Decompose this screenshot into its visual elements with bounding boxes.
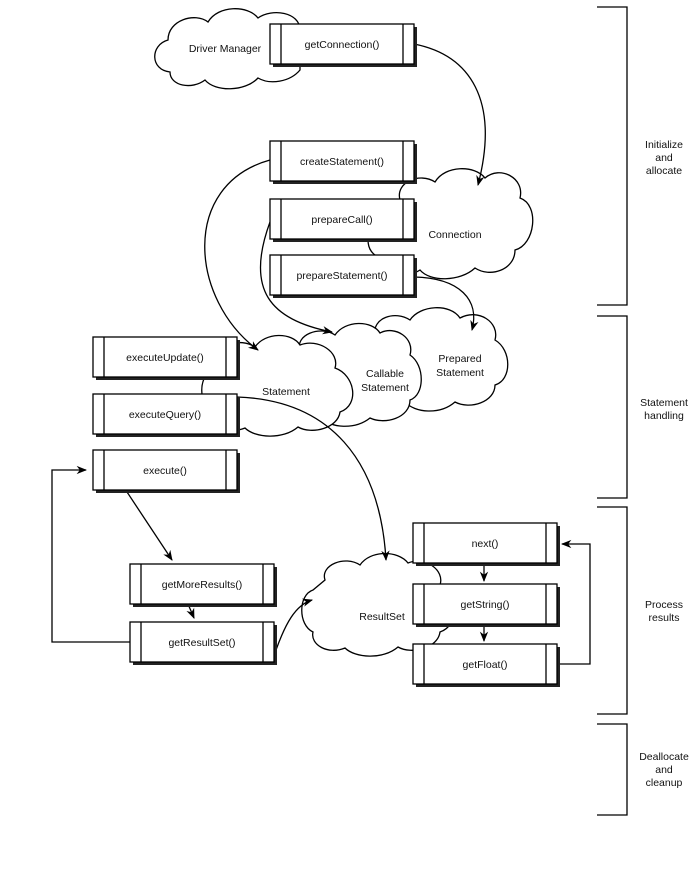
phase-bracket-process-results: Process results [597,506,683,715]
execute-query-box-frame [92,393,238,435]
phase-bracket-deallocate: Deallocate and cleanup [597,723,689,816]
phase-statement-line-2: handling [644,410,684,422]
phase-initialize-line-3: allocate [646,165,682,177]
next-method-box: next() [412,522,560,566]
get-float-method-box: getFloat() [412,643,560,687]
get-connection-method-box: getConnection() [269,23,417,67]
next-box-frame [412,522,558,564]
get-more-results-box-frame [129,563,275,605]
connection-label: Connection [428,229,481,241]
execute-method-box: execute() [92,449,240,493]
resultset-cloud: ResultSet [301,552,455,657]
phase-bracket-initialize: Initialize and allocate [597,6,683,306]
get-string-box-frame [412,583,558,625]
prepare-statement-label: prepareStatement() [296,270,387,282]
prepare-statement-box-frame [269,254,415,296]
phase-bracket-statement-handling: Statement handling [597,315,688,499]
arrow-createstatement-to-statement [204,159,271,351]
connection-cloud: Connection [367,168,534,280]
arrow-getfloat-loop-to-next [557,539,591,665]
get-connection-box-frame [269,23,415,65]
get-more-results-label: getMoreResults() [162,579,243,591]
create-statement-method-box: createStatement() [269,140,417,184]
prepare-statement-method-box: prepareStatement() [269,254,417,298]
phase-deallocate-line-3: cleanup [646,777,683,789]
prepare-call-method-box: prepareCall() [269,198,417,242]
callable-statement-label-1: Callable [366,368,404,380]
arrow-execute-to-getmoreresults [126,491,173,561]
next-label: next() [472,538,499,550]
create-statement-box-frame [269,140,415,182]
get-more-results-method-box: getMoreResults() [129,563,277,607]
get-string-method-box: getString() [412,583,560,627]
arrow-preparecall-to-callable [259,221,334,335]
statement-label: Statement [262,386,310,398]
execute-box-frame [92,449,238,491]
create-statement-label: createStatement() [300,156,384,168]
get-connection-label: getConnection() [305,39,380,51]
driver-manager-cloud: Driver Manager [154,8,301,90]
arrow-executequery-to-resultset [236,396,390,562]
execute-update-box-frame [92,336,238,378]
prepared-statement-label-1: Prepared [438,353,481,365]
arrow-getresultset-to-resultset [275,598,313,651]
arrow-preparestatement-to-prepared [413,276,479,332]
execute-update-method-box: executeUpdate() [92,336,240,380]
prepared-statement-label-2: Statement [436,367,484,379]
get-result-set-method-box: getResultSet() [129,621,277,665]
get-result-set-label: getResultSet() [168,637,235,649]
get-float-box-frame [412,643,558,685]
prepare-call-box-frame [269,198,415,240]
phase-process-line-2: results [649,612,680,624]
arrow-getresultset-loop-to-execute [51,465,130,643]
driver-manager-label: Driver Manager [189,43,262,55]
phase-deallocate-line-2: and [655,764,673,776]
execute-query-label: executeQuery() [129,409,201,421]
execute-query-method-box: executeQuery() [92,393,240,437]
phase-deallocate-line-1: Deallocate [639,751,689,763]
phase-statement-line-1: Statement [640,397,688,409]
callable-statement-label-2: Statement [361,382,409,394]
resultset-label: ResultSet [359,611,405,623]
execute-label: execute() [143,465,187,477]
execute-update-label: executeUpdate() [126,352,204,364]
get-float-label: getFloat() [463,659,508,671]
phase-process-line-1: Process [645,599,683,611]
phase-initialize-line-1: Initialize [645,139,683,151]
get-result-set-box-frame [129,621,275,663]
prepare-call-label: prepareCall() [311,214,372,226]
get-string-label: getString() [460,599,509,611]
phase-initialize-line-2: and [655,152,673,164]
arrow-getconnection-to-connection [413,43,486,187]
